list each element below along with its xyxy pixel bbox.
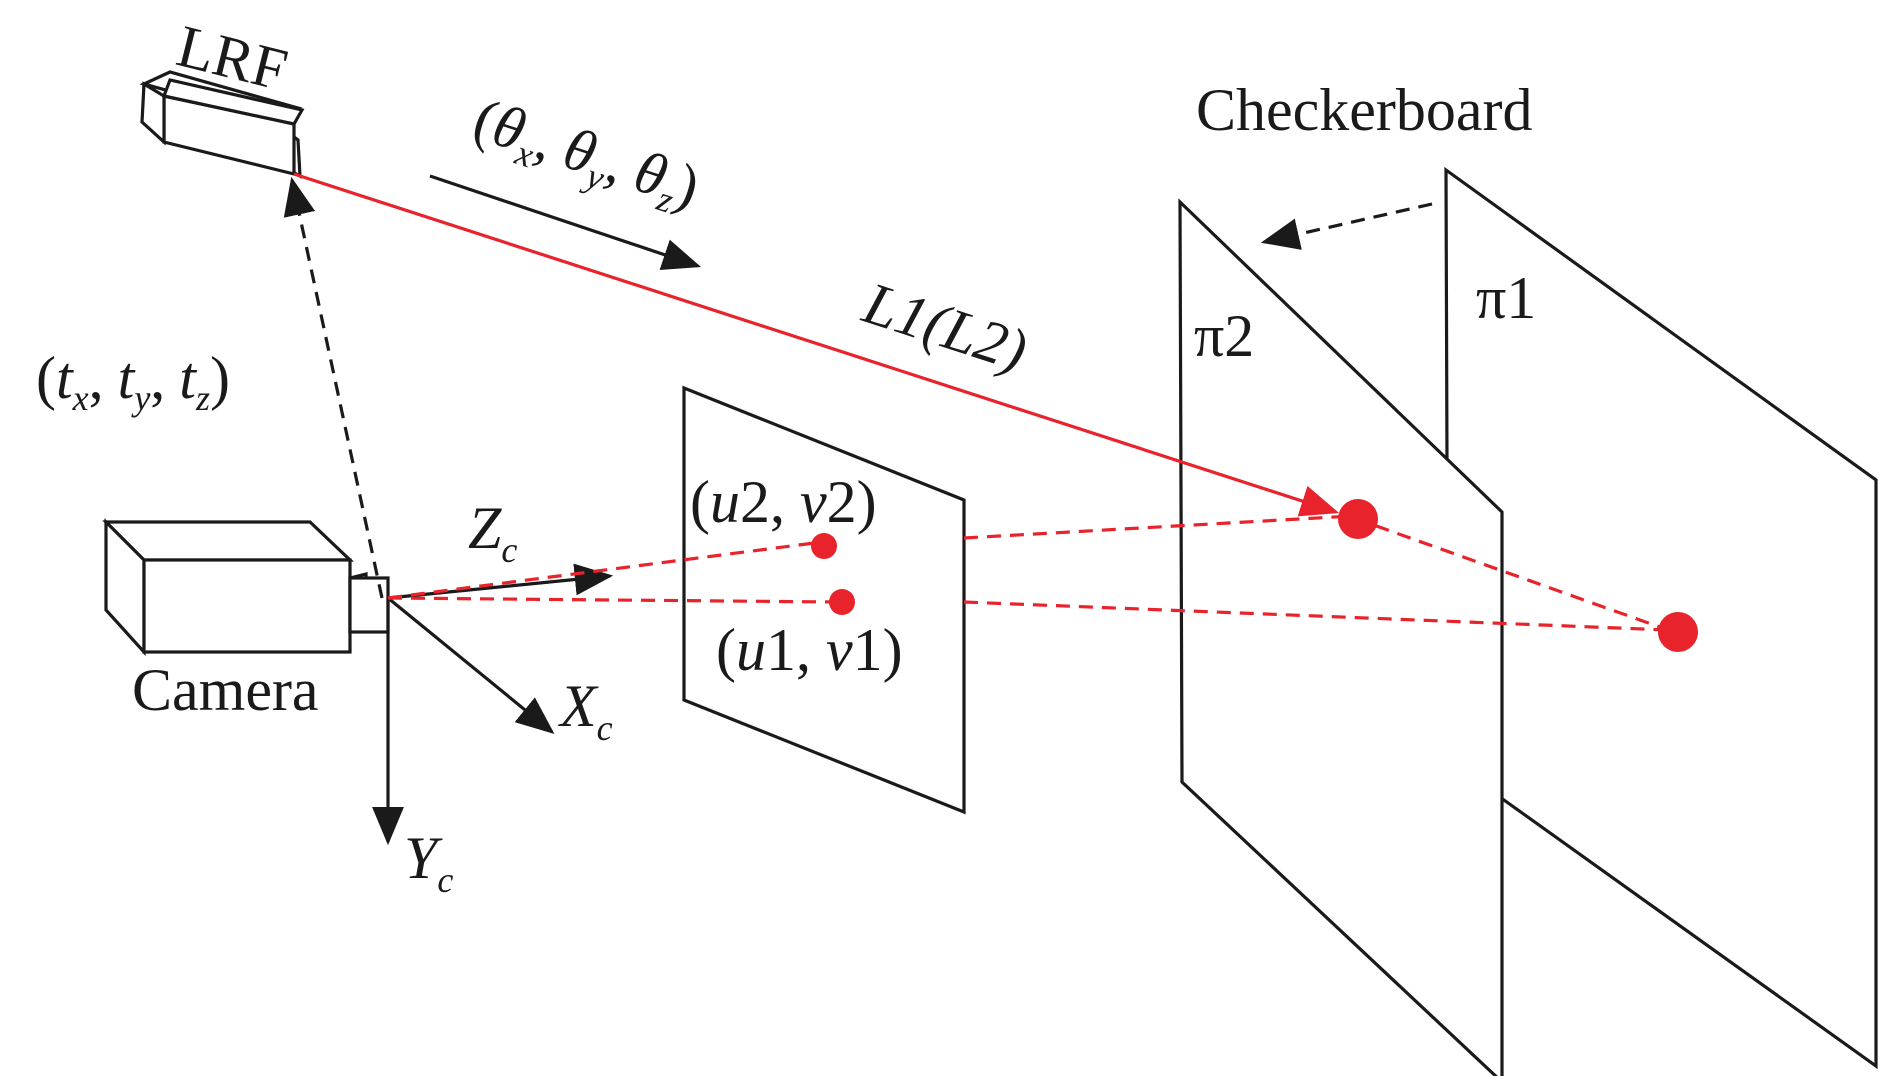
axis-xc-label: Xc bbox=[558, 673, 613, 748]
rotation-label: (θx,θy,θz) bbox=[464, 86, 708, 227]
camera-axis-zc bbox=[387, 563, 614, 600]
projection-ray-u2v2-far bbox=[963, 514, 1353, 540]
axis-yc-label: Yc bbox=[404, 825, 453, 900]
axis-zc-label: Zc bbox=[468, 495, 517, 570]
image-plane bbox=[682, 385, 966, 815]
translation-label: (tx,ty,tz) bbox=[36, 345, 230, 418]
plane-pi1-label: π1 bbox=[1476, 265, 1536, 331]
laser-between-planes bbox=[1353, 516, 1669, 632]
rotation-arrow bbox=[429, 174, 702, 270]
checkerboard-move-arrow bbox=[1260, 202, 1433, 250]
point-u2v2-label: (u2, v2) bbox=[690, 469, 877, 535]
point-u1v1-label: (u1, v1) bbox=[716, 617, 903, 683]
projection-ray-u2v2 bbox=[387, 540, 823, 600]
camera-label: Camera bbox=[132, 657, 319, 723]
projection-ray-u1v1 bbox=[387, 596, 839, 604]
checkerboard-label: Checkerboard bbox=[1196, 77, 1533, 143]
laser-line-l1 bbox=[293, 172, 1340, 517]
laser-line-label: L1(L2) bbox=[855, 269, 1035, 384]
projection-ray-u1v1-far bbox=[963, 600, 1669, 632]
lrf-icon bbox=[139, 70, 305, 179]
camera-icon bbox=[102, 518, 390, 657]
laser-point-pi2 bbox=[1338, 499, 1378, 539]
point-u2v2 bbox=[811, 533, 837, 559]
laser-point-pi1 bbox=[1658, 612, 1698, 652]
translation-dashed-arrow bbox=[283, 176, 384, 599]
camera-axis-xc bbox=[386, 596, 555, 735]
checkerboard-plane-pi2 bbox=[1178, 198, 1504, 1076]
plane-pi2-label: π2 bbox=[1194, 303, 1254, 369]
point-u1v1 bbox=[829, 589, 855, 615]
